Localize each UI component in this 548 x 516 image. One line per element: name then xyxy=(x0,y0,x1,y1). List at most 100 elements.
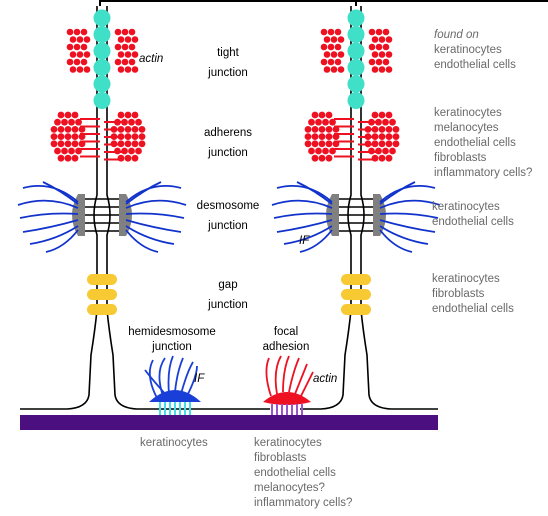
cell-type-item: endothelial cells xyxy=(434,59,516,71)
focal-adhesion-plaque xyxy=(263,392,311,405)
actin-filament-dot xyxy=(304,125,312,133)
actin-filament-dot xyxy=(315,147,322,155)
actin-filament-dot xyxy=(76,36,84,43)
actin-filament-dot xyxy=(325,140,333,148)
desmosome-label-line2: junction xyxy=(208,220,248,232)
actin-filament-dot xyxy=(124,154,132,162)
actin-filament-dot xyxy=(330,51,338,58)
desmosome-plaque xyxy=(72,194,85,236)
actin-filament-dot xyxy=(124,125,132,133)
tight-junction-protein xyxy=(347,42,365,60)
gap-junction-connexon xyxy=(87,304,117,315)
actin-filament-dot xyxy=(325,111,333,119)
actin-filament-dot xyxy=(128,28,136,36)
actin-filament-dot xyxy=(71,111,79,119)
actin-filament-dot xyxy=(330,66,338,73)
actin-filament-dot xyxy=(375,43,383,51)
gap-junction-connexon xyxy=(341,274,371,285)
cell-membranes xyxy=(20,0,548,410)
cell-type-item: keratinocytes xyxy=(432,201,500,213)
actin-filament-dot xyxy=(71,125,79,133)
hemidesmosome-cell-types: keratinocytes xyxy=(140,436,208,451)
actin-filament-dot xyxy=(385,111,393,119)
if-label-desmosome: IF xyxy=(299,235,310,247)
tight-junction-protein xyxy=(347,75,365,93)
actin-filament-dot xyxy=(311,140,319,148)
actin-filament-dot xyxy=(121,58,129,66)
actin-filament-dot xyxy=(114,28,122,36)
intermediate-filament xyxy=(379,212,439,219)
actin-filament-dot xyxy=(124,133,132,141)
intermediate-filament xyxy=(276,184,333,203)
actin-filament-dot xyxy=(138,133,146,141)
hemidesmosome-structure xyxy=(144,355,201,415)
tight-junction-protein xyxy=(93,59,111,76)
desmosome-label-line1: desmosome xyxy=(196,200,260,212)
gap-junction-connexon xyxy=(341,289,371,300)
actin-filament-dot xyxy=(68,118,75,126)
cell-membrane-right xyxy=(360,6,438,410)
gap-label-line2: junction xyxy=(208,299,248,311)
actin-label-focal: actin xyxy=(313,373,338,385)
intermediate-filament xyxy=(144,369,168,397)
focal-cell-types: keratinocytes fibroblasts endothelial ce… xyxy=(254,436,352,511)
cell-type-item: endothelial cells xyxy=(432,216,514,228)
cell-type-item: fibroblasts xyxy=(434,152,487,164)
tight-junction-protein xyxy=(93,26,111,43)
actin-filament-dot xyxy=(57,154,65,162)
gap-junction-connexon xyxy=(87,274,117,285)
actin-filament xyxy=(288,357,300,393)
actin-filament-dot xyxy=(318,140,326,148)
actin-filament-dot xyxy=(54,118,61,126)
actin-filament-dot xyxy=(57,125,65,133)
actin-filament-dot xyxy=(124,66,132,73)
adherens-cell-types: keratinocytes melanocytes endothelial ce… xyxy=(434,106,532,181)
desmosome-plaque xyxy=(373,194,386,236)
actin-filament-dot xyxy=(64,111,72,119)
actin-filament-dot xyxy=(308,147,315,155)
actin-filament-dot xyxy=(375,58,383,66)
desmosome-plaque xyxy=(326,194,339,236)
cell-type-item: endothelial cells xyxy=(432,303,514,315)
actin-filament-dot xyxy=(117,111,125,119)
actin-filament-dot xyxy=(378,66,386,73)
actin-filament-dot xyxy=(57,111,65,119)
cell-membrane-left xyxy=(20,6,98,410)
actin-filament xyxy=(265,357,272,397)
actin-filament-dot xyxy=(117,36,125,43)
adherens-junction-label: adherens junction xyxy=(204,126,252,161)
intermediate-filament xyxy=(125,212,185,219)
actin-filament-dot xyxy=(323,51,331,58)
cell-type-item: keratinocytes xyxy=(434,107,502,119)
actin-filament-dot xyxy=(332,125,340,133)
actin-filament-dot xyxy=(375,118,382,126)
actin-filament-dot xyxy=(135,147,142,155)
actin-label-top: actin xyxy=(139,53,164,65)
actin-filament-dot xyxy=(66,58,74,66)
actin-filament-dot xyxy=(61,118,68,126)
actin-filament-dot xyxy=(327,28,335,36)
actin-filament-dot xyxy=(385,125,393,133)
actin-filament-dot xyxy=(128,58,136,66)
actin-filament-dot xyxy=(371,51,379,58)
intermediate-filament xyxy=(379,225,429,245)
intermediate-filament xyxy=(379,229,413,253)
cell-membrane-left xyxy=(300,6,352,410)
actin-filament-dot xyxy=(124,36,132,43)
cell-type-item: keratinocytes xyxy=(432,273,500,285)
actin-filament-dot xyxy=(385,51,393,58)
actin-filament-dot xyxy=(330,36,338,43)
actin-filament-dot xyxy=(76,51,84,58)
actin-filament-dot xyxy=(337,51,345,58)
intermediate-filament xyxy=(125,184,182,203)
actin-filament-dot xyxy=(385,66,393,73)
cell-type-item: keratinocytes xyxy=(254,437,322,449)
actin-filament-dot xyxy=(315,118,322,126)
tight-label-line2: junction xyxy=(208,67,248,79)
actin-filament-dot xyxy=(322,118,329,126)
actin-filament-dot xyxy=(73,58,81,66)
actin-filament-dot xyxy=(323,66,331,73)
adherens-junction xyxy=(50,111,400,162)
gap-junction-connexon xyxy=(87,289,117,300)
